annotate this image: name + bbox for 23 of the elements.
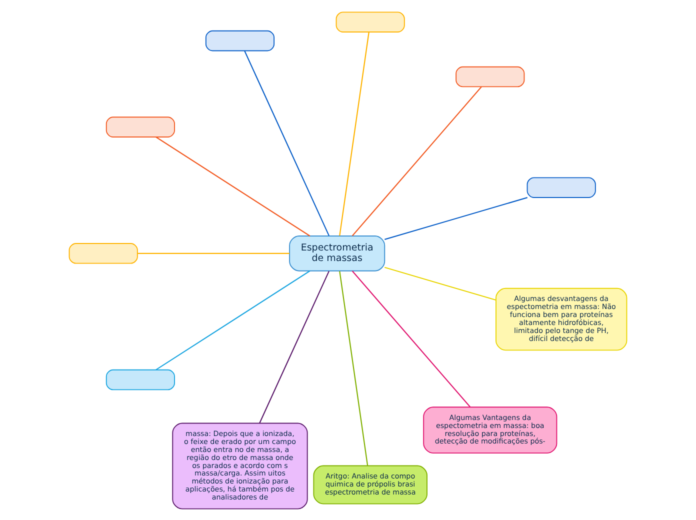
connector	[244, 50, 330, 236]
node-box	[526, 176, 596, 198]
node-box	[106, 116, 175, 137]
node-box: massa: Depois que a ionizada, o feixe de erado por um campo então entra no de massa, a região do etro de massa onde os parados e acordo com s massa/carga. Assim uitos métodos de ionização para aplicações, há também pos de analisadores de	[172, 422, 308, 509]
node-box: Espectrometria de massas	[289, 235, 386, 271]
node-box: Algumas Vantagens da espectometria em massa: boa resolução para proteínas, detecção de modificações pós-	[423, 406, 558, 454]
node-box	[456, 66, 525, 87]
connector	[259, 270, 330, 423]
node-box	[106, 368, 175, 390]
node-box: Algumas desvantagens da espectometria em massa: Não funciona bem para proteínas altamente hidrofóbicas, limitado pelo tange de PH, difícil detecção de	[496, 287, 628, 350]
connector	[138, 252, 290, 254]
connector	[339, 31, 370, 236]
connector	[156, 136, 310, 236]
connector	[384, 266, 496, 300]
connector	[384, 196, 528, 240]
connector	[339, 270, 368, 466]
node-box	[68, 242, 138, 264]
node-box: Aritgo: Analise da compo quimica de própolis brasi espectrometria de massa	[313, 464, 428, 504]
connector	[352, 86, 482, 236]
connector	[352, 270, 471, 407]
node-box	[205, 30, 275, 51]
node-box	[336, 11, 405, 32]
connector	[156, 270, 310, 370]
